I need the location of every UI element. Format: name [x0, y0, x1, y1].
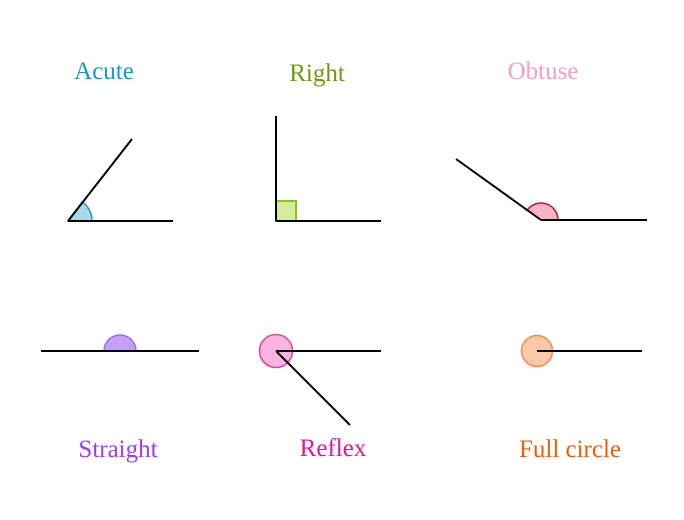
obtuse-label: Obtuse	[507, 58, 579, 85]
acute-label: Acute	[74, 58, 134, 85]
right-angle-marker	[275, 200, 297, 222]
straight-angle	[41, 334, 199, 352]
right-angle	[275, 116, 381, 222]
acute-ray-1	[67, 138, 133, 222]
straight-label: Straight	[78, 436, 158, 463]
full-circle-angle	[520, 334, 642, 368]
obtuse-angle	[455, 158, 647, 221]
reflex-label: Reflex	[299, 435, 367, 462]
reflex-angle	[258, 333, 381, 426]
full-circle-label: Full circle	[518, 436, 622, 463]
obtuse-ray-1	[455, 158, 542, 221]
reflex-ray-2	[275, 350, 351, 426]
acute-angle	[66, 138, 173, 222]
right-label: Right	[289, 60, 345, 87]
obtuse-arc	[526, 202, 559, 221]
straight-arc	[103, 334, 137, 352]
